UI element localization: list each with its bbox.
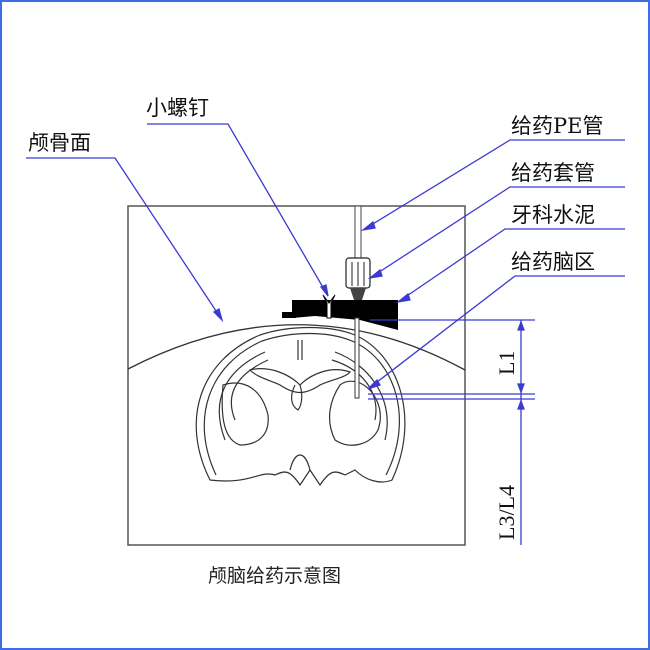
leader-lines xyxy=(26,123,625,545)
pe-tube xyxy=(354,205,362,259)
label-skull-surface: 颅骨面 xyxy=(28,131,91,155)
label-target-region: 给药脑区 xyxy=(511,250,595,274)
brain-section-outline xyxy=(195,326,406,487)
dental-cement-block xyxy=(292,300,398,330)
skull-surface-arc xyxy=(127,324,466,371)
figure-caption: 颅脑给药示意图 xyxy=(208,565,341,587)
cannula-shaft xyxy=(354,317,360,399)
cannula-thread xyxy=(350,288,366,300)
label-pe-tube: 给药PE管 xyxy=(511,114,603,138)
dimension-l1: L1 xyxy=(494,351,519,375)
small-screw xyxy=(322,294,336,319)
dimension-l3-l4: L3/L4 xyxy=(494,485,519,540)
label-small-screw: 小螺钉 xyxy=(146,96,209,120)
drawing-box xyxy=(127,205,466,546)
label-dental-cement: 牙科水泥 xyxy=(511,203,595,227)
cement-edge xyxy=(282,312,296,318)
label-cannula: 给药套管 xyxy=(511,161,595,185)
